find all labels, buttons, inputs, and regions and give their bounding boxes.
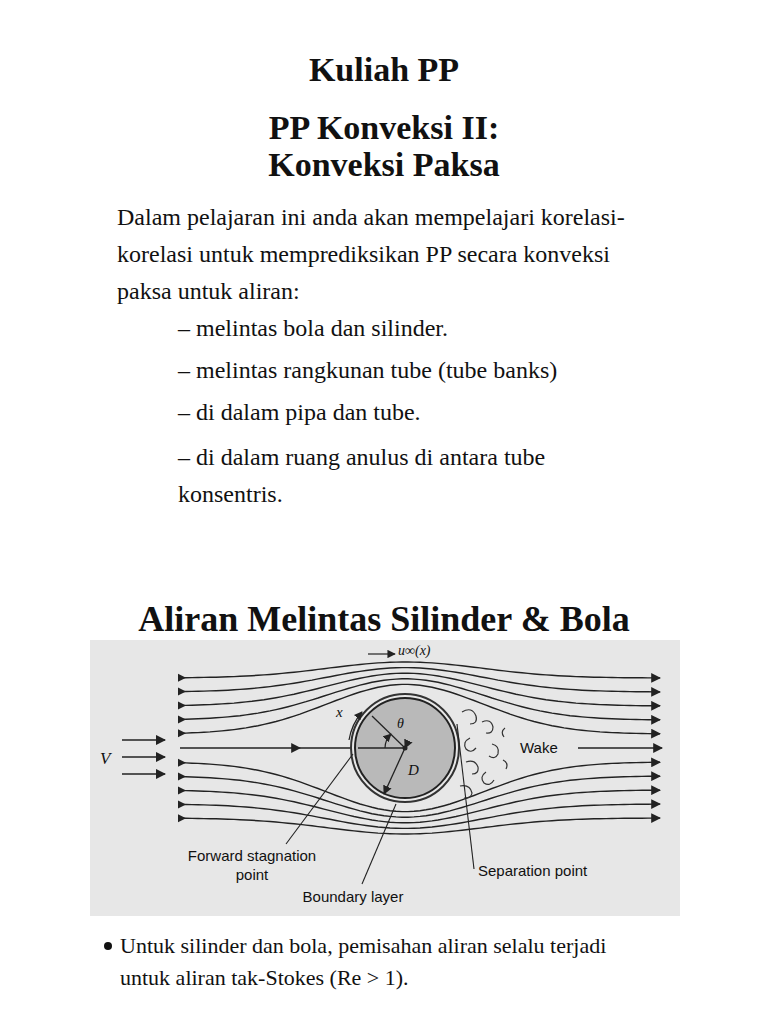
- center-dot: [403, 746, 408, 751]
- list-item: – melintas bola dan silinder.: [178, 313, 448, 343]
- streamline-arrowhead: [178, 702, 186, 710]
- stagnation-streamline: [180, 747, 300, 748]
- callout-label: Separation point: [478, 861, 587, 880]
- streamline-arrowhead: [178, 674, 186, 682]
- streamline: [180, 804, 660, 828]
- streamline-arrowhead: [178, 787, 186, 795]
- cylinder: [355, 698, 455, 798]
- figure-ground: [90, 640, 680, 916]
- streamline-arrowhead: [178, 759, 186, 767]
- theta-arc: [385, 734, 391, 748]
- approach-arrows: [122, 740, 165, 774]
- wake-label: Wake: [520, 739, 558, 757]
- intro-paragraph: Dalam pelajaran ini anda akan mempelajar…: [117, 199, 657, 310]
- callout-label: Boundary layer: [288, 887, 418, 906]
- angle-label: θ: [395, 716, 406, 732]
- coordinate-label: x: [334, 704, 345, 721]
- free-stream-label: V: [100, 749, 110, 768]
- streamlines: [178, 662, 662, 834]
- streamline: [180, 662, 660, 678]
- streamline-arrowhead: [178, 688, 186, 696]
- streamline-arrowhead: [178, 800, 186, 808]
- boundary-layer-ring: [351, 694, 459, 802]
- diameter-dimension: [384, 748, 405, 794]
- section-heading: Aliran Melintas Silinder & Bola: [84, 598, 684, 640]
- x-direction-arrow: [349, 712, 362, 740]
- list-item: – di dalam ruang anulus di antara tube k…: [178, 439, 638, 513]
- wake-streamline: [578, 747, 662, 748]
- wake-eddies: [460, 710, 507, 798]
- streamline-arrowhead: [178, 715, 186, 723]
- slide-subtitle: Konveksi Paksa: [134, 145, 634, 185]
- diameter-label: D: [406, 762, 421, 779]
- slide-title: Kuliah PP: [134, 50, 634, 90]
- theta-radius: [372, 716, 405, 748]
- stagnation-streamline: [300, 747, 350, 748]
- list-item: – di dalam pipa dan tube.: [178, 397, 421, 427]
- streamline-arrowhead: [178, 729, 186, 737]
- callout-label: Forward stagnation point: [177, 846, 327, 884]
- bullet-dot: [104, 942, 112, 950]
- velocity-label: u∞(x): [398, 643, 431, 659]
- bullet-text: Untuk silinder dan bola, pemisahan alira…: [120, 930, 630, 994]
- streamline: [180, 818, 660, 834]
- streamline-arrowhead: [178, 773, 186, 781]
- u-infinity-arrow: [368, 653, 395, 654]
- streamline-arrowhead: [178, 814, 186, 822]
- list-item: – melintas rangkunan tube (tube banks): [178, 355, 557, 385]
- radius-line: [358, 747, 405, 748]
- slide-subtitle: PP Konveksi II:: [134, 108, 634, 148]
